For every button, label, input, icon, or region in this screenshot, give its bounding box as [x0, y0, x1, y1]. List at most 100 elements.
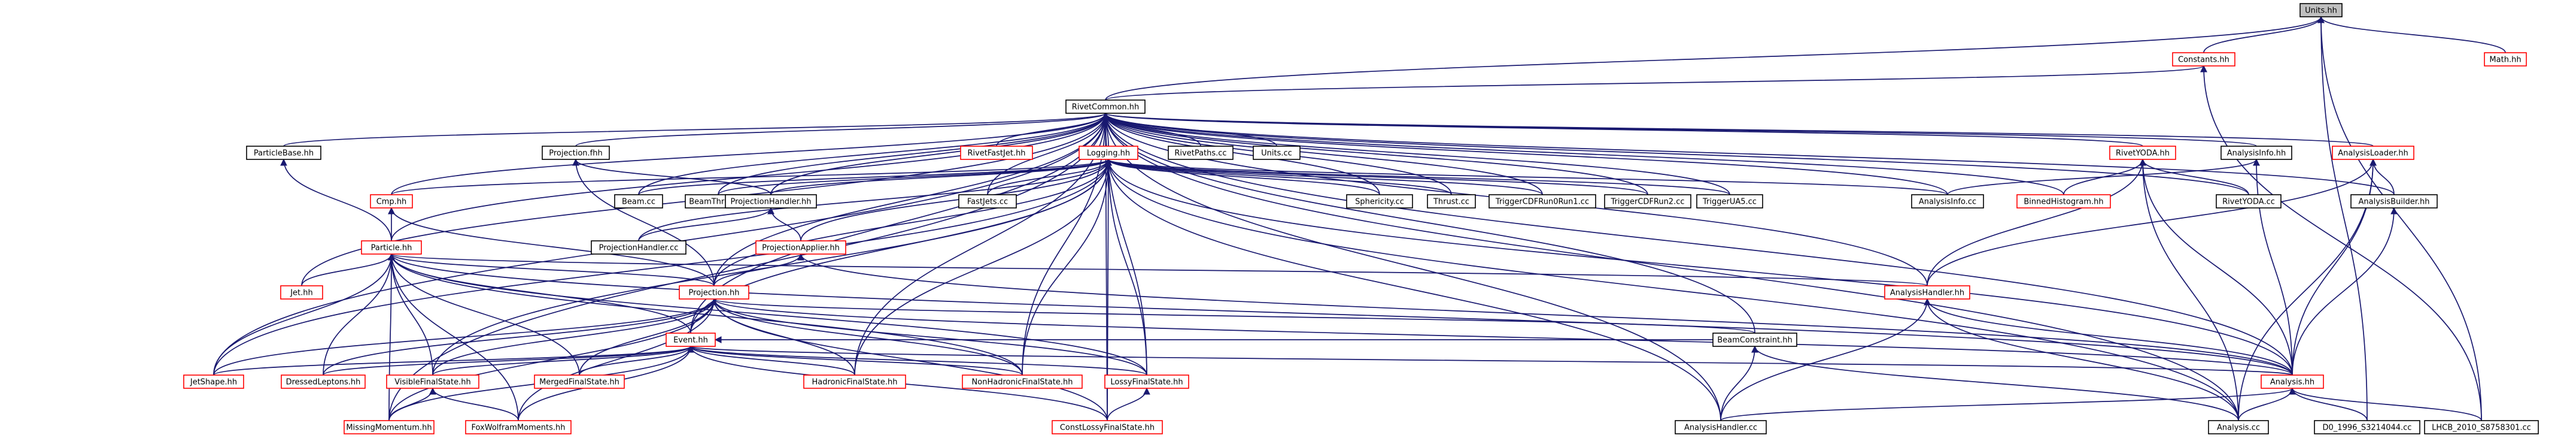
node-nonhadronicfinalstate-hh[interactable]: NonHadronicFinalState.hh — [962, 374, 1083, 389]
edge-triggerua5_cc-to-rivetcommon_hh — [1102, 112, 1730, 195]
node-mergedfinalstate-hh[interactable]: MergedFinalState.hh — [534, 374, 625, 389]
node-constlossyfinalstate-hh[interactable]: ConstLossyFinalState.hh — [1052, 420, 1163, 434]
node-projection-fhh[interactable]: Projection.fhh — [542, 146, 610, 160]
node-label: ParticleBase.hh — [254, 149, 314, 158]
node-analysishandler-hh[interactable]: AnalysisHandler.hh — [1884, 285, 1970, 300]
node-logging-hh[interactable]: Logging.hh — [1079, 146, 1138, 160]
node-box — [361, 240, 422, 255]
node-box — [2484, 52, 2527, 67]
node-lhcb-2010-s8758301-cc[interactable]: LHCB_2010_S8758301.cc — [2424, 420, 2539, 434]
node-box — [1253, 146, 1301, 160]
node-projectionapplier-hh[interactable]: ProjectionApplier.hh — [755, 240, 846, 255]
edge-projection_hh-to-cmp_hh — [388, 207, 715, 286]
node-analysis-hh[interactable]: Analysis.hh — [2261, 374, 2324, 389]
node-box — [1911, 194, 1984, 209]
node-constants-hh[interactable]: Constants.hh — [2172, 52, 2235, 67]
node-rivetcommon-hh[interactable]: RivetCommon.hh — [1065, 99, 1146, 114]
edge-visiblefinalstate_hh-to-event_hh — [432, 345, 694, 376]
edge-analysis_cc-to-analysishandler_hh — [1924, 298, 2239, 421]
node-box — [344, 420, 435, 434]
edge-rivetcommon_hh-to-units_hh — [1105, 16, 2325, 101]
edge-foxwolframmoments_hh-to-visiblefinalstate_hh — [429, 387, 519, 421]
node-fastjets-cc[interactable]: FastJets.cc — [958, 194, 1017, 209]
edge-projectionhandler_cc-to-logging_hh — [638, 158, 1112, 241]
node-beam-cc[interactable]: Beam.cc — [614, 194, 663, 209]
edge-particlebase_hh-to-rivetcommon_hh — [283, 112, 1109, 147]
edge-analysishandler_cc-to-analysishandler_hh — [1720, 298, 1931, 421]
edge-dressedleptons_hh-to-event_hh — [323, 345, 694, 376]
node-box — [1346, 194, 1413, 209]
node-box — [591, 240, 686, 255]
edge-cmp_hh-to-rivetcommon_hh — [391, 112, 1109, 195]
node-event-hh[interactable]: Event.hh — [666, 333, 716, 347]
edge-triggercdfrun0run1_cc-to-logging_hh — [1105, 158, 1543, 195]
node-particle-hh[interactable]: Particle.hh — [361, 240, 422, 255]
node-missingmomentum-hh[interactable]: MissingMomentum.hh — [344, 420, 435, 434]
node-lossyfinalstate-hh[interactable]: LossyFinalState.hh — [1104, 374, 1189, 389]
edge-jetshape_hh-to-event_hh — [213, 345, 694, 376]
edge-analysishandler_cc-to-logging_hh — [1105, 158, 1721, 421]
edge-foxwolframmoments_hh-to-projection_hh — [518, 298, 718, 421]
node-math-hh[interactable]: Math.hh — [2484, 52, 2527, 67]
edge-d0_1996_s3214044_cc-to-analysis_hh — [2289, 387, 2368, 421]
node-binnedhistogram-hh[interactable]: BinnedHistogram.hh — [2016, 194, 2111, 209]
node-label: Event.hh — [673, 336, 708, 345]
node-cmp-hh[interactable]: Cmp.hh — [370, 194, 413, 209]
node-visiblefinalstate-hh[interactable]: VisibleFinalState.hh — [386, 374, 479, 389]
edge-nonhadronicfinalstate_hh-to-event_hh — [687, 345, 1023, 376]
node-rivetpaths-cc[interactable]: RivetPaths.cc — [1168, 146, 1234, 160]
node-label: RivetPaths.cc — [1174, 149, 1226, 158]
node-sphericity-cc[interactable]: Sphericity.cc — [1346, 194, 1413, 209]
edge-analysis_cc-to-beamconstraint_hh — [1751, 345, 2239, 421]
node-box — [1079, 146, 1138, 160]
node-label: TriggerCDFRun2.cc — [1610, 198, 1684, 207]
edge-mergedfinalstate_hh-to-particle_hh — [388, 253, 580, 376]
node-analysisinfo-hh[interactable]: AnalysisInfo.hh — [2220, 146, 2292, 160]
node-projectionhandler-cc[interactable]: ProjectionHandler.cc — [591, 240, 686, 255]
node-thrust-cc[interactable]: Thrust.cc — [1427, 194, 1476, 209]
node-foxwolframmoments-hh[interactable]: FoxWolframMoments.hh — [465, 420, 572, 434]
node-projectionhandler-hh[interactable]: ProjectionHandler.hh — [725, 194, 817, 209]
node-analysisinfo-cc[interactable]: AnalysisInfo.cc — [1911, 194, 1984, 209]
node-box — [803, 374, 906, 389]
edge-missingmomentum_hh-to-particle_hh — [388, 253, 395, 421]
node-label: Analysis.hh — [2270, 378, 2314, 387]
node-rivetfastjet-hh[interactable]: RivetFastJet.hh — [960, 146, 1033, 160]
edge-missingmomentum_hh-to-visiblefinalstate_hh — [388, 387, 436, 421]
node-triggercdfrun0run1-cc[interactable]: TriggerCDFRun0Run1.cc — [1489, 194, 1596, 209]
edge-jetshape_hh-to-projection_hh — [213, 298, 718, 376]
node-triggercdfrun2-cc[interactable]: TriggerCDFRun2.cc — [1604, 194, 1691, 209]
node-units-cc[interactable]: Units.cc — [1253, 146, 1301, 160]
node-analysisbuilder-hh[interactable]: AnalysisBuilder.hh — [2350, 194, 2438, 209]
edge-analysis_hh-to-event_hh — [688, 345, 2293, 376]
edge-lossyfinalstate_hh-to-logging_hh — [1105, 158, 1147, 376]
node-projection-hh[interactable]: Projection.hh — [679, 285, 749, 300]
edge-rivetyoda_hh-to-rivetcommon_hh — [1102, 112, 2143, 147]
node-particlebase-hh[interactable]: ParticleBase.hh — [246, 146, 321, 160]
node-analysishandler-cc[interactable]: AnalysisHandler.cc — [1675, 420, 1767, 434]
edge-projection_hh-to-logging_hh — [713, 158, 1112, 286]
node-d0-1996-s3214044-cc[interactable]: D0_1996_S3214044.cc — [2314, 420, 2420, 434]
node-analysis-cc[interactable]: Analysis.cc — [2208, 420, 2269, 434]
edge-projection_fhh-to-rivetcommon_hh — [575, 112, 1109, 147]
node-box — [2216, 194, 2282, 209]
edge-math_hh-to-units_hh — [2317, 16, 2506, 53]
node-jetshape-hh[interactable]: JetShape.hh — [183, 374, 244, 389]
node-jet-hh[interactable]: Jet.hh — [280, 285, 323, 300]
edge-analysis_hh-to-analysisloader_hh — [2292, 158, 2377, 376]
node-label: RivetYODA.cc — [2222, 198, 2275, 207]
node-rivetyoda-cc[interactable]: RivetYODA.cc — [2216, 194, 2282, 209]
node-rivetyoda-hh[interactable]: RivetYODA.hh — [2109, 146, 2176, 160]
edge-thrust_cc-to-logging_hh — [1105, 158, 1452, 195]
edge-missingmomentum_hh-to-rivetcommon_hh — [388, 112, 1109, 421]
node-analysisloader-hh[interactable]: AnalysisLoader.hh — [2332, 146, 2414, 160]
node-box — [183, 374, 244, 389]
node-label: ConstLossyFinalState.hh — [1060, 424, 1155, 433]
node-beamconstraint-hh[interactable]: BeamConstraint.hh — [1712, 333, 1797, 347]
node-dressedleptons-hh[interactable]: DressedLeptons.hh — [281, 374, 366, 389]
node-triggerua5-cc[interactable]: TriggerUA5.cc — [1696, 194, 1763, 209]
node-label: NonHadronicFinalState.hh — [972, 378, 1073, 387]
edge-visiblefinalstate_hh-to-particle_hh — [388, 253, 433, 376]
node-label: Analysis.cc — [2217, 424, 2260, 433]
node-hadronicfinalstate-hh[interactable]: HadronicFinalState.hh — [803, 374, 906, 389]
